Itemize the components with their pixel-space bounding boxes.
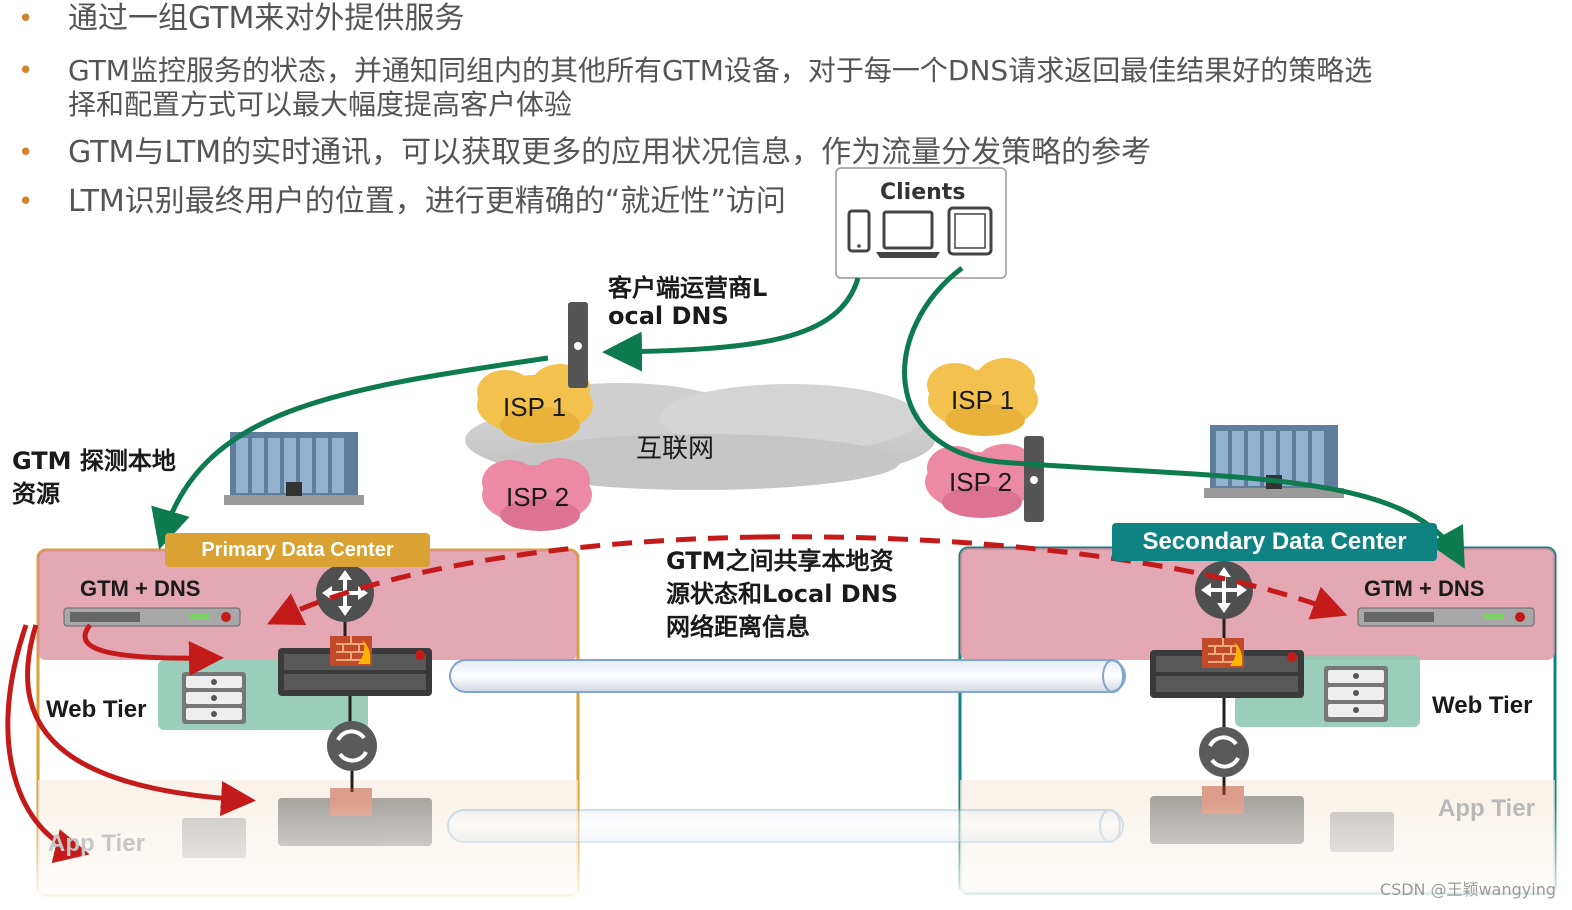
isp-cloud-left-2 bbox=[482, 458, 592, 531]
ltm-firewall-right-icon bbox=[1150, 638, 1304, 728]
gtm-sync-label-line1: GTM之间共享本地资 bbox=[666, 547, 894, 575]
gtm-sync-label-line3: 网络距离信息 bbox=[666, 613, 810, 641]
probe-app-server-arrow bbox=[5, 624, 90, 864]
isp-right-1-label: ISP 1 bbox=[951, 385, 1015, 415]
app-tier-left-label: App Tier bbox=[48, 830, 145, 857]
probe-app-tier-arrow bbox=[25, 624, 256, 816]
probe-label-line1: GTM 探测本地 bbox=[12, 447, 176, 475]
ltm-firewall-left-icon bbox=[278, 636, 432, 722]
secondary-dc-badge: Secondary Data Center bbox=[1112, 523, 1437, 561]
probe-web-tier-arrow bbox=[82, 623, 224, 676]
bullet-text: 择和配置方式可以最大幅度提高客户体验 bbox=[68, 88, 573, 121]
primary-datacenter-building-icon bbox=[224, 432, 364, 505]
isp-right-2-label: ISP 2 bbox=[949, 467, 1013, 497]
bullet-text: GTM与LTM的实时通讯，可以获取更多的应用状况信息，作为流量分发策略的参考 bbox=[68, 135, 1152, 170]
phone-icon bbox=[847, 209, 871, 253]
gtm-sync-dashed-arrow-right bbox=[759, 534, 1348, 620]
ldns-label-line2: ocal DNS bbox=[608, 302, 729, 330]
clients-to-ldns-arrow bbox=[602, 277, 861, 372]
laptop-icon bbox=[876, 210, 940, 258]
bullet-text: LTM识别最终用户的位置，进行更精确的“就近性”访问 bbox=[68, 184, 786, 219]
app-tier-right-label: App Tier bbox=[1438, 795, 1535, 822]
isp-dns-device-icon bbox=[1024, 436, 1044, 522]
tablet-icon bbox=[947, 206, 993, 256]
isp-cloud-right-1 bbox=[927, 358, 1038, 436]
bullet-dot-icon: • bbox=[18, 138, 34, 168]
gtm-dns-left-label: GTM + DNS bbox=[80, 576, 201, 601]
gtm-sync-dashed-arrow-left bbox=[266, 534, 761, 625]
gtm-sync-label-line2: 源状态和Local DNS bbox=[666, 580, 899, 608]
isp-cloud-right-2 bbox=[925, 444, 1035, 518]
clients-label: Clients bbox=[880, 180, 966, 205]
web-server-left-icon bbox=[182, 672, 246, 724]
bullet-dot-icon: • bbox=[18, 187, 34, 217]
gtm-device-right-icon bbox=[1357, 607, 1535, 627]
ldns-label-line1: 客户端运营商L bbox=[608, 274, 768, 302]
bullet-text: GTM监控服务的状态，并通知同组内的其他所有GTM设备，对于每一个DNS请求返回… bbox=[68, 54, 1373, 87]
secondary-datacenter-building-icon bbox=[1204, 425, 1344, 498]
web-tier-pipe bbox=[449, 659, 1126, 693]
ldns-to-primary-gtm-arrow bbox=[151, 355, 549, 550]
clients-to-secondary-gtm-arrow bbox=[902, 266, 1465, 569]
bullet-text: 通过一组GTM来对外提供服务 bbox=[68, 1, 465, 36]
local-dns-device-icon bbox=[568, 302, 588, 388]
gtm-dns-right-label: GTM + DNS bbox=[1364, 576, 1485, 601]
isp-left-2-label: ISP 2 bbox=[506, 482, 570, 512]
internet-label: 互联网 bbox=[636, 434, 715, 464]
web-tier-right-label: Web Tier bbox=[1432, 692, 1533, 719]
web-server-right-icon bbox=[1324, 666, 1388, 722]
isp-left-1-label: ISP 1 bbox=[503, 392, 567, 422]
clients-box bbox=[835, 167, 1007, 279]
watermark: CSDN @王颖wangying bbox=[1379, 880, 1556, 899]
bottom-fade bbox=[0, 800, 1572, 910]
primary-dc-badge: Primary Data Center bbox=[165, 533, 430, 567]
web-tier-left-label: Web Tier bbox=[46, 696, 147, 723]
probe-label-line2: 资源 bbox=[12, 480, 60, 508]
bullet-dot-icon: • bbox=[18, 56, 34, 86]
bullet-dot-icon: • bbox=[18, 4, 34, 34]
gtm-device-left-icon bbox=[63, 607, 241, 627]
